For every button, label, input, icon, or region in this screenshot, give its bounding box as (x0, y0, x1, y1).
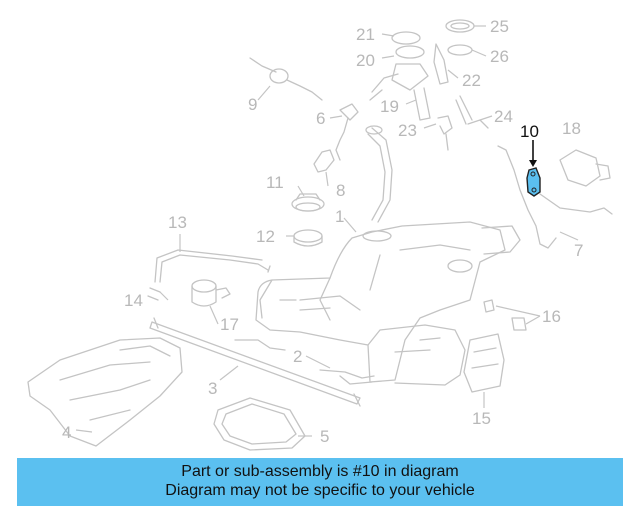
callout-20: 20 (356, 51, 375, 70)
leader-line-10 (529, 140, 537, 167)
fuel-line-part-7 (497, 145, 613, 249)
seal-ring-part (293, 229, 323, 247)
clip-part-8 (313, 149, 335, 173)
callout-21: 21 (356, 25, 375, 44)
hose-part-24 (467, 119, 489, 129)
fuel-filter-part (191, 279, 231, 307)
tank-strap-part (149, 317, 361, 407)
callout-22: 22 (462, 71, 481, 90)
pump-lock-ring-part (445, 19, 475, 33)
callout-10: 10 (520, 122, 539, 141)
heat-shield-part (27, 337, 183, 447)
callout-26: 26 (490, 47, 509, 66)
callout-labels: 1 2 3 4 5 6 7 8 9 10 11 12 13 14 15 16 1… (62, 17, 583, 446)
access-cover-part (213, 397, 306, 451)
callout-11: 11 (266, 173, 284, 192)
callout-1: 1 (335, 207, 344, 226)
callout-6: 6 (316, 109, 325, 128)
callout-7: 7 (574, 241, 583, 260)
leader-lines (75, 25, 579, 437)
valve-part-6 (335, 103, 359, 161)
callout-3: 3 (208, 379, 217, 398)
parts-diagram: 1 2 3 4 5 6 7 8 9 10 11 12 13 14 15 16 1… (27, 17, 613, 451)
callout-14: 14 (124, 291, 143, 310)
fuel-tank-part (255, 221, 521, 386)
vent-hose-part (249, 57, 323, 101)
canister-part-18 (559, 149, 611, 187)
clip-part-16 (483, 299, 527, 331)
filler-neck (365, 125, 393, 223)
pump-seal-part (447, 44, 473, 56)
callout-9: 9 (248, 95, 257, 114)
callout-4: 4 (62, 423, 71, 442)
callout-16: 16 (542, 307, 561, 326)
callout-2: 2 (293, 347, 302, 366)
callout-5: 5 (320, 427, 329, 446)
highlighted-part-10 (526, 167, 541, 197)
fuel-line-part-13 (147, 249, 271, 301)
callout-24: 24 (494, 107, 513, 126)
banner-line-disclaimer: Diagram may not be specific to your vehi… (165, 482, 475, 499)
callout-23: 23 (398, 121, 417, 140)
callout-8: 8 (336, 181, 345, 200)
callout-15: 15 (472, 409, 491, 428)
info-banner: Part or sub-assembly is #10 in diagram D… (17, 458, 623, 506)
callout-18: 18 (562, 119, 581, 138)
bracket-part-2 (234, 339, 375, 385)
callout-19: 19 (380, 97, 399, 116)
callout-13: 13 (168, 213, 187, 232)
lock-ring-part (291, 193, 325, 212)
callout-17: 17 (220, 315, 239, 334)
callout-25: 25 (490, 17, 509, 36)
bracket-part-15 (463, 333, 505, 393)
sender-part-23 (437, 115, 453, 151)
callout-12: 12 (256, 227, 275, 246)
banner-line-part-number: Part or sub-assembly is #10 in diagram (181, 463, 459, 480)
fuel-pump-assembly (369, 31, 473, 125)
